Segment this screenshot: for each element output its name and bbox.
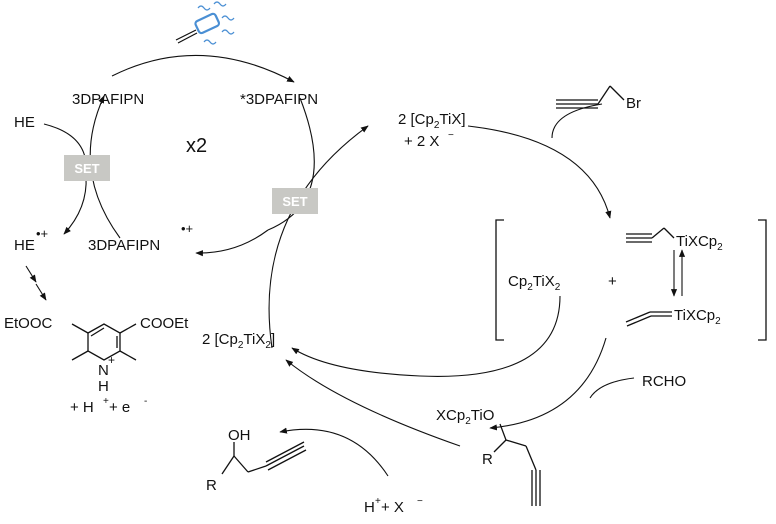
cycle-multiplier: x2 bbox=[186, 135, 207, 157]
svg-text:XCp2TiO: XCp2TiO bbox=[436, 407, 494, 427]
cp2tix2-byproduct-label: Cp2TiX2 bbox=[508, 273, 561, 293]
titanium-alkoxide-structure bbox=[493, 423, 541, 506]
he-out-arrow bbox=[63, 175, 87, 235]
propargyl-bromide-in-arrow bbox=[551, 103, 603, 139]
photocatalyst-excited-state: *3DPAFIPN bbox=[240, 91, 318, 108]
set-badge-label: SET bbox=[282, 194, 307, 209]
cp2tix-label: 2 [Cp2TiX] bbox=[398, 111, 466, 131]
hantzsch-ester-radical-cation: HE bbox=[14, 237, 35, 254]
right-ester-label: COOEt bbox=[140, 315, 189, 332]
allenyl-titanium-structure bbox=[625, 311, 672, 327]
svg-text:Cp2TiX2: Cp2TiX2 bbox=[508, 273, 561, 293]
aldehyde-label: RCHO bbox=[642, 373, 686, 390]
cp2tix2-catalyst-label: 2 [Cp2TiX2] bbox=[202, 331, 275, 351]
quench-arrow bbox=[267, 97, 315, 231]
set-badge-label: SET bbox=[74, 161, 99, 176]
he-radical-cation-charge: •+ bbox=[36, 226, 48, 241]
set-badge-photoredox: SET bbox=[64, 155, 110, 181]
svg-text:H: H bbox=[364, 499, 375, 516]
light-source-icon bbox=[175, 1, 235, 45]
equilibrium-plus: + bbox=[608, 273, 617, 290]
left-ester-label: EtOOC bbox=[4, 315, 53, 332]
svg-text:-: - bbox=[144, 396, 147, 407]
svg-text:+ 2 X: + 2 X bbox=[404, 133, 439, 150]
propargyl-titanium-label: TiXCp2 bbox=[676, 233, 723, 253]
excitation-arrow bbox=[111, 54, 295, 83]
pyridinium-charge: + bbox=[108, 353, 115, 367]
svg-text:+ X: + X bbox=[381, 499, 404, 516]
he-cascade-arrow-1 bbox=[25, 265, 37, 283]
svg-text:−: − bbox=[448, 130, 454, 141]
svg-text:2 [Cp2TiX]: 2 [Cp2TiX] bbox=[398, 111, 466, 131]
tix2-reduction-arrow bbox=[268, 125, 369, 349]
pyridinium-byproducts: + H + + e - bbox=[70, 396, 147, 416]
pyridinium-hydrogen: H bbox=[98, 378, 109, 395]
cp2tix2-release-arrow bbox=[291, 295, 561, 377]
titanium-alkoxide-label: XCp2TiO bbox=[436, 407, 494, 427]
svg-text:+ H: + H bbox=[70, 399, 94, 416]
pyridinium-structure bbox=[71, 323, 137, 361]
reduction-arrow-to-radical bbox=[195, 229, 269, 257]
svg-text:+: + bbox=[103, 396, 109, 407]
svg-text:+ e: + e bbox=[109, 399, 130, 416]
homopropargyl-alcohol-structure bbox=[221, 441, 307, 475]
hantzsch-ester-label: HE bbox=[14, 114, 35, 131]
svg-text:2 [Cp2TiX2]: 2 [Cp2TiX2] bbox=[202, 331, 275, 351]
tix-to-complex-arrow bbox=[467, 125, 612, 219]
product-r-group: R bbox=[206, 477, 217, 494]
protonolysis-arrow bbox=[279, 427, 389, 477]
he-cascade-arrow-2 bbox=[35, 283, 47, 301]
set-badge-titanium: SET bbox=[272, 188, 318, 214]
rcho-in-arrow bbox=[589, 377, 635, 399]
pyridinium-nitrogen: N bbox=[98, 362, 109, 379]
propargyl-bromide-structure bbox=[556, 85, 625, 109]
product-hydroxyl: OH bbox=[228, 427, 251, 444]
alkoxide-to-tix2-arrow bbox=[285, 359, 461, 447]
radical-cation-charge: •+ bbox=[181, 221, 193, 236]
allenyl-titanium-label: TiXCp2 bbox=[674, 307, 721, 327]
propargyl-titanium-structure bbox=[626, 227, 675, 243]
photocatalyst-ground-state: 3DPAFIPN bbox=[72, 91, 144, 108]
equilibrium-brackets bbox=[495, 219, 767, 341]
svg-text:−: − bbox=[417, 496, 423, 507]
photocatalyst-radical-cation: 3DPAFIPN bbox=[88, 237, 160, 254]
halide-byproduct-label: + 2 X − bbox=[404, 130, 454, 150]
complex-to-alkoxide-arrow bbox=[489, 337, 607, 431]
svg-text:+: + bbox=[375, 496, 381, 507]
proton-halide-label: H + + X − bbox=[364, 496, 423, 516]
alkoxide-r-group: R bbox=[482, 451, 493, 468]
bromide-label: Br bbox=[626, 95, 641, 112]
